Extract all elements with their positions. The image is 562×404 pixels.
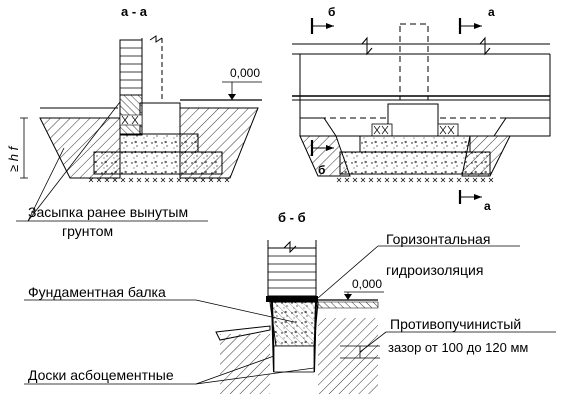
backfill-label-1: Засыпка ранее вынутым — [28, 204, 188, 220]
boards-label: Доски асбоцементные — [28, 367, 174, 383]
section-bb: б - б 0,000 — [215, 210, 384, 394]
title-aa: а - а — [121, 4, 148, 19]
cut-b-top: б — [328, 5, 335, 19]
column-outline — [399, 23, 429, 101]
callout-asbestos-boards: Доски асбоцементные — [24, 355, 315, 385]
soil-base — [86, 174, 230, 184]
antiheave-label-1: Противопучинистый — [390, 316, 521, 332]
callout-backfill: Засыпка ранее вынутым грунтом — [16, 101, 208, 239]
bb-waterproofing — [266, 296, 318, 302]
antiheave-label-2: зазор от 100 до 120 мм — [388, 340, 528, 355]
beam — [139, 102, 181, 135]
section-aa: ≥ h f 0,000 а - а — [6, 4, 262, 184]
backfill-label-2: грунтом — [62, 223, 113, 239]
horiz-label-1: Горизонтальная — [386, 231, 490, 247]
title-bb: б - б — [278, 210, 306, 225]
beam-label: Фундаментная балка — [28, 284, 166, 300]
foundation-step — [119, 133, 199, 153]
cut-a-top: а — [488, 5, 495, 19]
plan-view: б а б а — [292, 5, 551, 213]
foundation-bed — [93, 151, 223, 175]
elevation-top: 0,000 — [230, 66, 260, 80]
callout-antiheave-gap: Противопучинистый зазор от 100 до 120 мм — [359, 316, 556, 355]
elevation-bottom: 0,000 — [352, 277, 382, 291]
insulation-xx — [119, 114, 143, 126]
cut-a-bottom: а — [484, 199, 491, 213]
hf-label: ≥ h f — [6, 145, 21, 172]
horiz-label-2: гидроизоляция — [386, 262, 483, 278]
cut-b-bottom: б — [318, 163, 325, 177]
callout-foundation-beam: Фундаментная балка — [24, 284, 295, 323]
callout-horizontal-waterproofing: Горизонтальная гидроизоляция — [317, 231, 520, 299]
